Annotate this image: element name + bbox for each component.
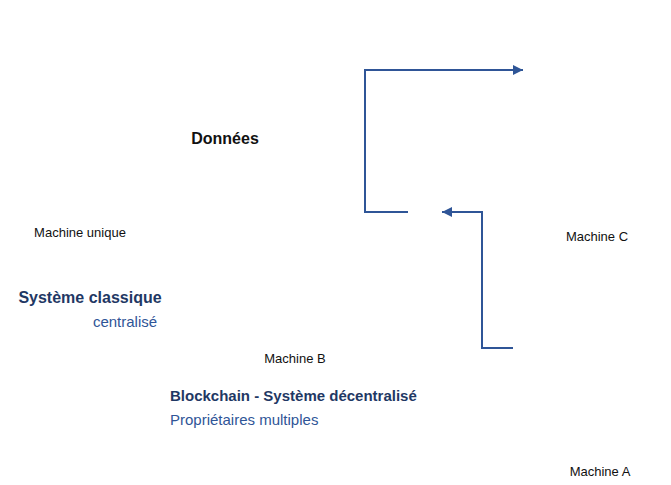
- drive-bay: [582, 134, 628, 142]
- data-cell: [408, 187, 442, 201]
- server-illustration: [480, 285, 666, 483]
- power-button: [301, 263, 307, 269]
- data-flow-arrow: [442, 212, 513, 348]
- data-cell: [523, 99, 557, 113]
- machine-figure: [490, 290, 638, 455]
- machine-figure: [30, 16, 247, 215]
- drive-bay: [61, 62, 120, 72]
- drive-bay: [586, 368, 631, 374]
- vent-line: [285, 308, 322, 310]
- server-side: [558, 98, 575, 226]
- server-front: [273, 205, 335, 340]
- server-front: [579, 347, 638, 455]
- data-cell: [513, 305, 547, 319]
- drive-bay: [582, 122, 628, 130]
- vent-line: [285, 288, 322, 290]
- data-cell: [177, 27, 213, 41]
- vent-line: [68, 184, 115, 186]
- magnifier-pointer: [551, 344, 575, 367]
- vent-line: [285, 295, 322, 297]
- vent-line: [285, 315, 322, 317]
- magnifier-circle: [385, 172, 465, 252]
- server-side: [562, 347, 579, 455]
- drive-bay: [582, 111, 628, 119]
- vent-line: [591, 435, 627, 437]
- power-button: [605, 393, 611, 399]
- server-base: [273, 335, 335, 340]
- data-cell: [408, 223, 442, 237]
- power-button: [603, 153, 609, 159]
- drive-bay: [586, 358, 631, 364]
- section-title: Blockchain - Système décentralisé: [170, 387, 417, 404]
- machine-figure: [255, 172, 465, 340]
- vent-line: [68, 167, 115, 169]
- magnifier-circle: [500, 48, 580, 128]
- drive-bay: [280, 243, 327, 251]
- data-cell: [513, 323, 547, 337]
- machine-figure: [500, 48, 636, 226]
- data-cell: [408, 205, 442, 219]
- vent-line: [591, 429, 627, 431]
- server-front: [575, 98, 636, 226]
- server-illustration: [490, 40, 666, 245]
- vent-line: [591, 419, 627, 421]
- magnifier-pointer: [110, 71, 155, 101]
- machine-label: Machine A: [570, 464, 631, 479]
- section-subtitle: Propriétaires multiples: [170, 411, 318, 428]
- drive-bay: [61, 77, 120, 87]
- machine-label: Machine C: [566, 229, 628, 244]
- vent-line: [68, 175, 115, 177]
- machine-label: Machine unique: [34, 225, 126, 240]
- magnifier-circle: [143, 16, 247, 120]
- drive-bay: [61, 93, 120, 103]
- magnifier-pointer: [559, 105, 590, 135]
- data-cell: [513, 341, 547, 355]
- vent-line: [587, 183, 624, 185]
- data-cell: [177, 78, 213, 92]
- server-side: [255, 205, 273, 340]
- server-base: [579, 451, 638, 455]
- server-side: [30, 45, 52, 215]
- machine-node: Machine B: [245, 165, 470, 370]
- vent-line: [591, 424, 627, 426]
- drive-bay: [280, 231, 327, 239]
- magnifier-circle: [490, 290, 570, 370]
- magnifier-pointer: [327, 214, 394, 250]
- data-cell: [177, 95, 213, 109]
- drive-bay: [586, 377, 631, 383]
- vent-line: [285, 301, 322, 303]
- section-subtitle: centralisé: [93, 313, 157, 330]
- vent-line: [587, 196, 624, 198]
- vent-line: [591, 413, 627, 415]
- drive-bay: [280, 219, 327, 227]
- server-illustration: [245, 165, 470, 370]
- data-cell: [523, 81, 557, 95]
- server-front: [52, 45, 130, 215]
- machine-node: Machine A: [480, 285, 666, 483]
- data-cell: [177, 61, 213, 75]
- machine-label: Machine B: [264, 351, 325, 366]
- vent-line: [68, 158, 115, 160]
- vent-line: [587, 189, 624, 191]
- server-base: [52, 208, 130, 215]
- vent-line: [587, 202, 624, 204]
- callout-label: Données: [191, 130, 259, 148]
- vent-line: [68, 150, 115, 152]
- server-base: [575, 221, 636, 226]
- data-flow-arrow: [365, 70, 523, 212]
- machine-node: Machine C: [490, 40, 666, 246]
- data-cell: [177, 44, 213, 58]
- power-button: [88, 119, 94, 125]
- vent-line: [587, 177, 624, 179]
- section-title: Système classique: [18, 289, 161, 307]
- data-cell: [523, 63, 557, 77]
- separator-line: [130, 40, 350, 440]
